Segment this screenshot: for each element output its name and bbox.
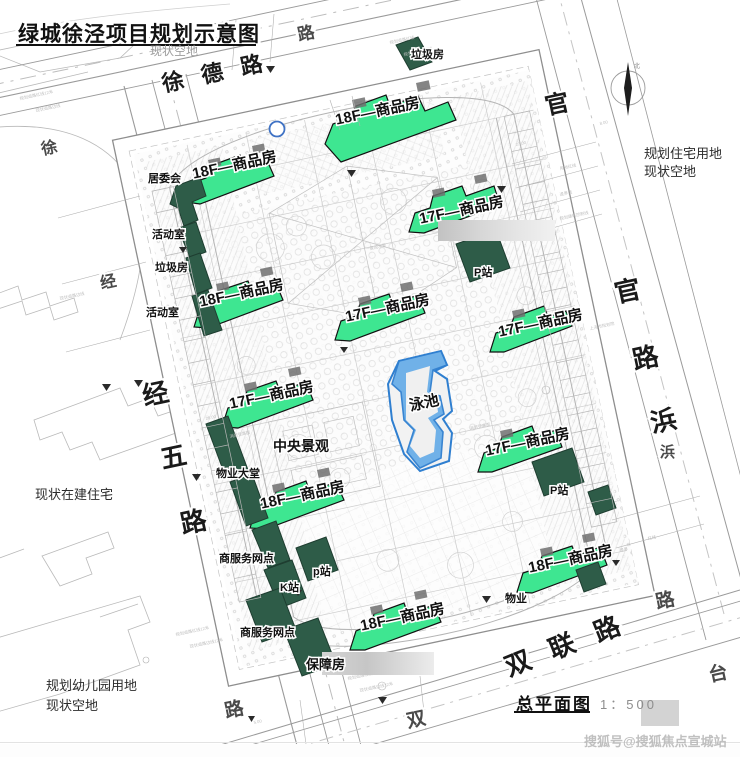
facility-k-station: K站 [279, 581, 301, 595]
title-subnote: 现状空地 [150, 44, 199, 58]
facility-huodong-2: 活动室 [145, 306, 181, 320]
footer-bar [0, 744, 740, 757]
road-guan: 官 [542, 87, 578, 121]
road-jingwu2: 五 [157, 438, 196, 475]
facility-baozhang: 保障房 [304, 657, 346, 673]
road-jing: 经 [98, 272, 118, 293]
svg-text:28.00: 28.00 [205, 414, 217, 421]
svg-text:消防登高面: 消防登高面 [229, 429, 251, 440]
ancillary-blocks [169, 36, 617, 677]
note-vacant-bottom: 现状空地 [46, 698, 99, 713]
svg-text:退界线: 退界线 [559, 188, 574, 198]
page-title: 绿城徐泾项目规划示意图 [18, 23, 260, 46]
censor-block-bottom [322, 652, 434, 675]
road-tai: 台 [706, 662, 730, 687]
facility-wuye-lobby: 物业大堂 [215, 467, 262, 481]
svg-text:24.00: 24.00 [205, 294, 217, 301]
sheet-caption-underline [514, 711, 590, 713]
facility-central-view: 中央景观 [272, 438, 331, 455]
note-planned-kindergarten: 规划幼儿园用地 [46, 678, 138, 693]
title-underline [16, 44, 256, 46]
note-vacant-right: 现状空地 [644, 164, 697, 179]
sheet-scale: 1：500 [600, 697, 657, 712]
facility-p-station-3: p站 [312, 565, 333, 579]
road-top: 路 [295, 22, 317, 45]
note-existing-housing: 现状在建住宅 [35, 487, 114, 502]
sheet-caption: 总平面图 [516, 695, 592, 714]
censor-block-top-right [438, 220, 555, 241]
facility-lajifang-2: 垃圾房 [410, 48, 446, 62]
watermark: 搜狐号@搜狐焦点宣城站 [584, 734, 727, 749]
svg-text:8.00: 8.00 [599, 119, 609, 126]
svg-text:北: 北 [634, 62, 640, 70]
swimming-pool-shape [386, 349, 454, 473]
road-bang: 浜 [647, 402, 686, 439]
note-planned-residential: 规划住宅用地 [644, 146, 723, 161]
svg-text:用地红线: 用地红线 [559, 161, 578, 171]
svg-text:5.00: 5.00 [253, 718, 263, 725]
facility-wuye-2: 物业 [504, 592, 529, 606]
svg-text:23.00: 23.00 [515, 140, 527, 147]
facility-p-station-1: P站 [472, 266, 493, 280]
road-xu: 徐 [39, 138, 59, 159]
entrance-marker [268, 120, 286, 138]
road-jingwu: 经 [139, 375, 178, 412]
north-arrow: 北 [610, 62, 646, 116]
facility-shop-1: 商服务网点 [218, 552, 276, 566]
facility-huodong-1: 活动室 [151, 228, 187, 242]
censor-block-scale [641, 700, 679, 726]
svg-text:消防登高面: 消防登高面 [469, 421, 491, 432]
svg-text:景观水景: 景观水景 [369, 242, 387, 252]
facility-p-station-2: P站 [548, 484, 569, 498]
svg-text:退界: 退界 [619, 545, 629, 554]
svg-text:红线: 红线 [647, 533, 657, 541]
road-bl: 路 [222, 698, 246, 723]
road-guanlu: 官 [611, 272, 650, 309]
facility-lajifang-1: 垃圾房 [154, 261, 190, 275]
facility-shop-2: 商服务网点 [239, 626, 297, 640]
road-jingwu3: 路 [177, 503, 216, 540]
road-bang-sm: 浜 [660, 444, 676, 461]
facility-juweihui: 居委会 [147, 172, 183, 186]
road-br: 路 [653, 589, 677, 614]
footer-divider [0, 742, 740, 743]
road-bc: 双 [404, 708, 428, 733]
road-guanlu2: 路 [629, 339, 668, 376]
